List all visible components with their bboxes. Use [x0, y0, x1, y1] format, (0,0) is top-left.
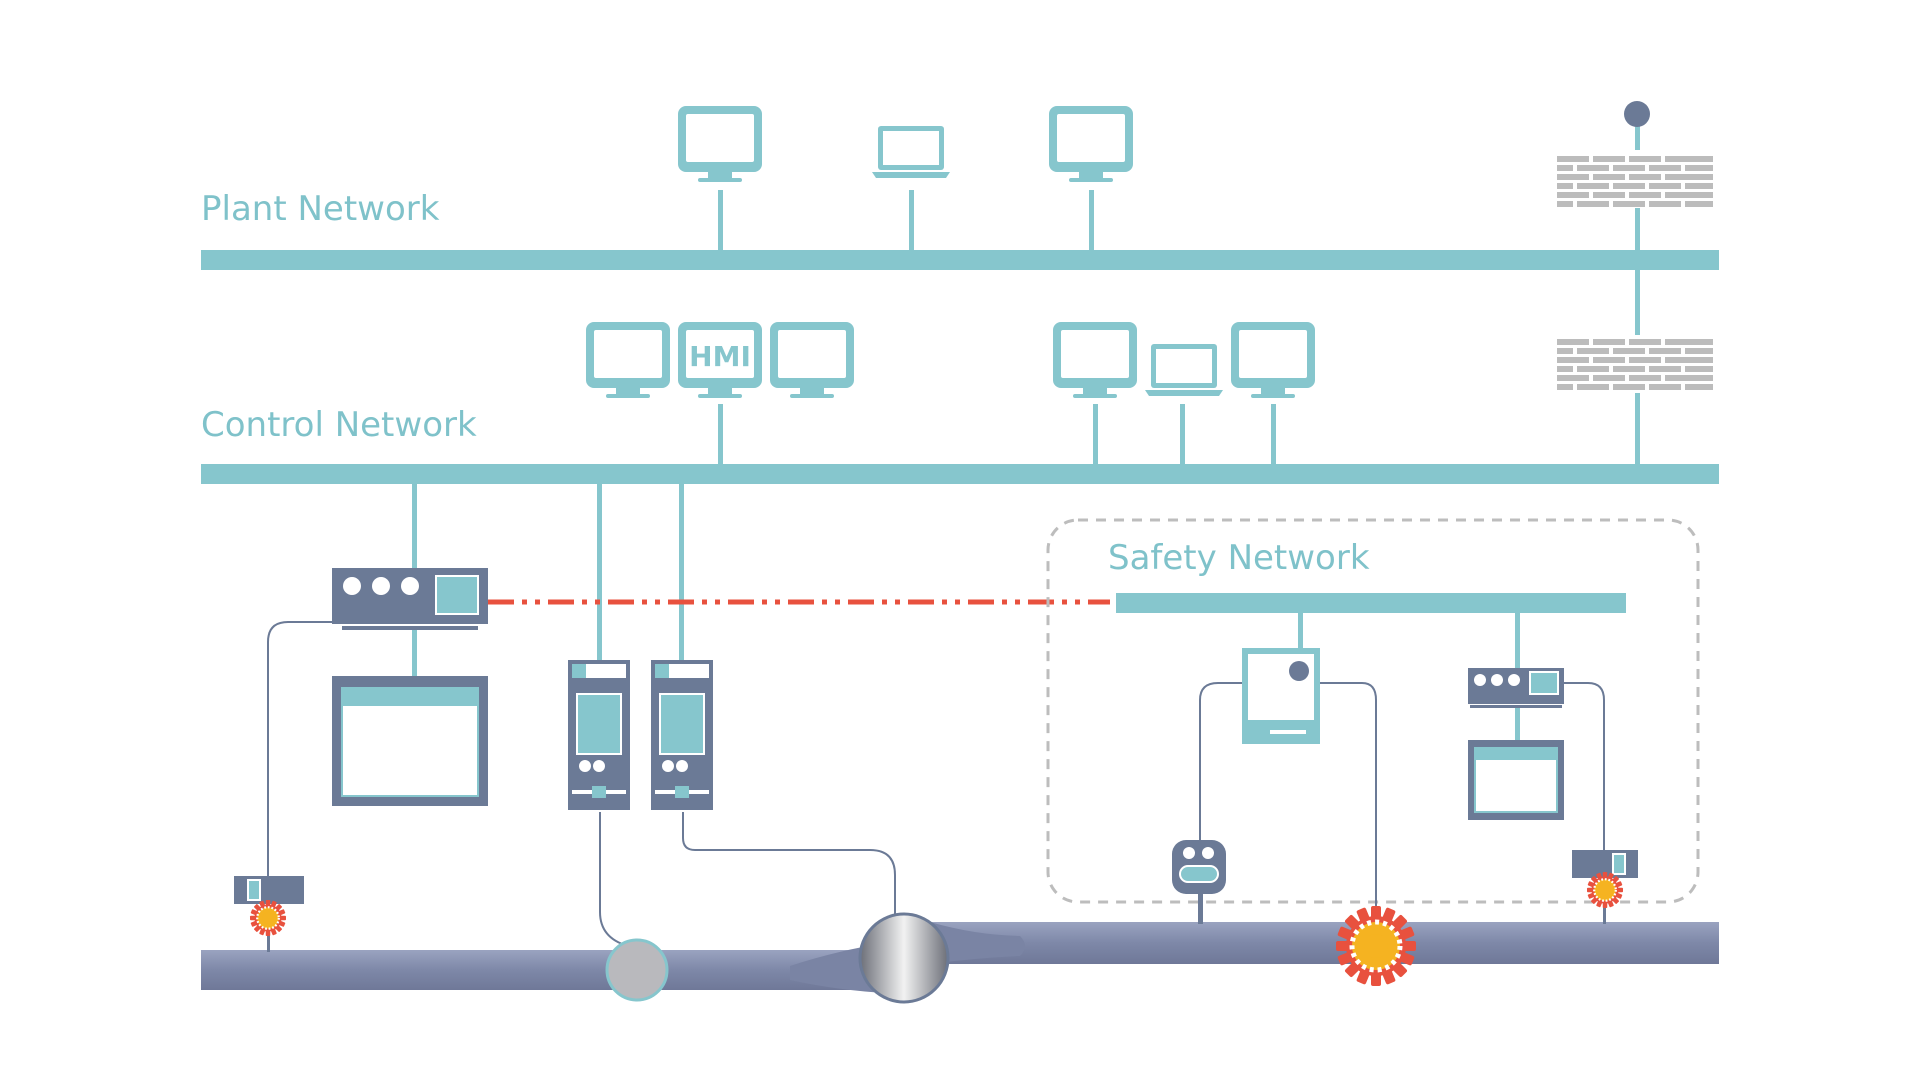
hmi-monitor-icon: HMI: [678, 322, 762, 398]
plant-monitor-icon: [1049, 106, 1133, 182]
safety-network: [1046, 518, 1700, 904]
valve-icon: [605, 938, 669, 1002]
plc-module-icon: [567, 659, 631, 811]
field-actuator-right: [1572, 850, 1638, 924]
control-monitor-icon: [1053, 322, 1137, 398]
pump-icon: [858, 912, 950, 1004]
control-network-bus: [201, 464, 1719, 484]
plant-network-label: Plant Network: [201, 189, 440, 229]
uplink-node-icon: [1624, 101, 1650, 127]
process-pipe: [201, 922, 1719, 994]
control-monitor-icon: [1231, 322, 1315, 398]
safety-relay-icon: [1468, 668, 1564, 820]
gear-actuator-icon: [1585, 870, 1625, 910]
safety-network-label: Safety Network: [1108, 538, 1370, 578]
control-network-label: Control Network: [201, 405, 477, 445]
safety-network-bus: [1116, 593, 1626, 613]
gear-actuator-icon: [1336, 906, 1416, 986]
plant-network-bus: [201, 250, 1719, 270]
control-monitor-icon: [770, 322, 854, 398]
plant-laptop-icon: [872, 126, 950, 178]
plant-monitor-icon: [678, 106, 762, 182]
plant-network: [201, 106, 1719, 270]
safety-controller-icon: [1242, 648, 1320, 744]
field-actuator-left: [234, 876, 304, 952]
control-laptop-icon: [1145, 344, 1223, 396]
safety-sensor: [1172, 840, 1226, 924]
gear-actuator-icon: [248, 898, 288, 938]
plc-module-icon: [650, 659, 714, 811]
control-monitor-icon: [586, 322, 670, 398]
safety-network-boundary: [1046, 518, 1700, 904]
operator-screen-icon: [332, 676, 488, 806]
hmi-label: HMI: [689, 340, 751, 373]
controller-station: [332, 568, 488, 806]
field-wiring: [267, 621, 1605, 947]
firewall-column: [1557, 101, 1757, 469]
control-network: HMI: [201, 322, 1719, 484]
